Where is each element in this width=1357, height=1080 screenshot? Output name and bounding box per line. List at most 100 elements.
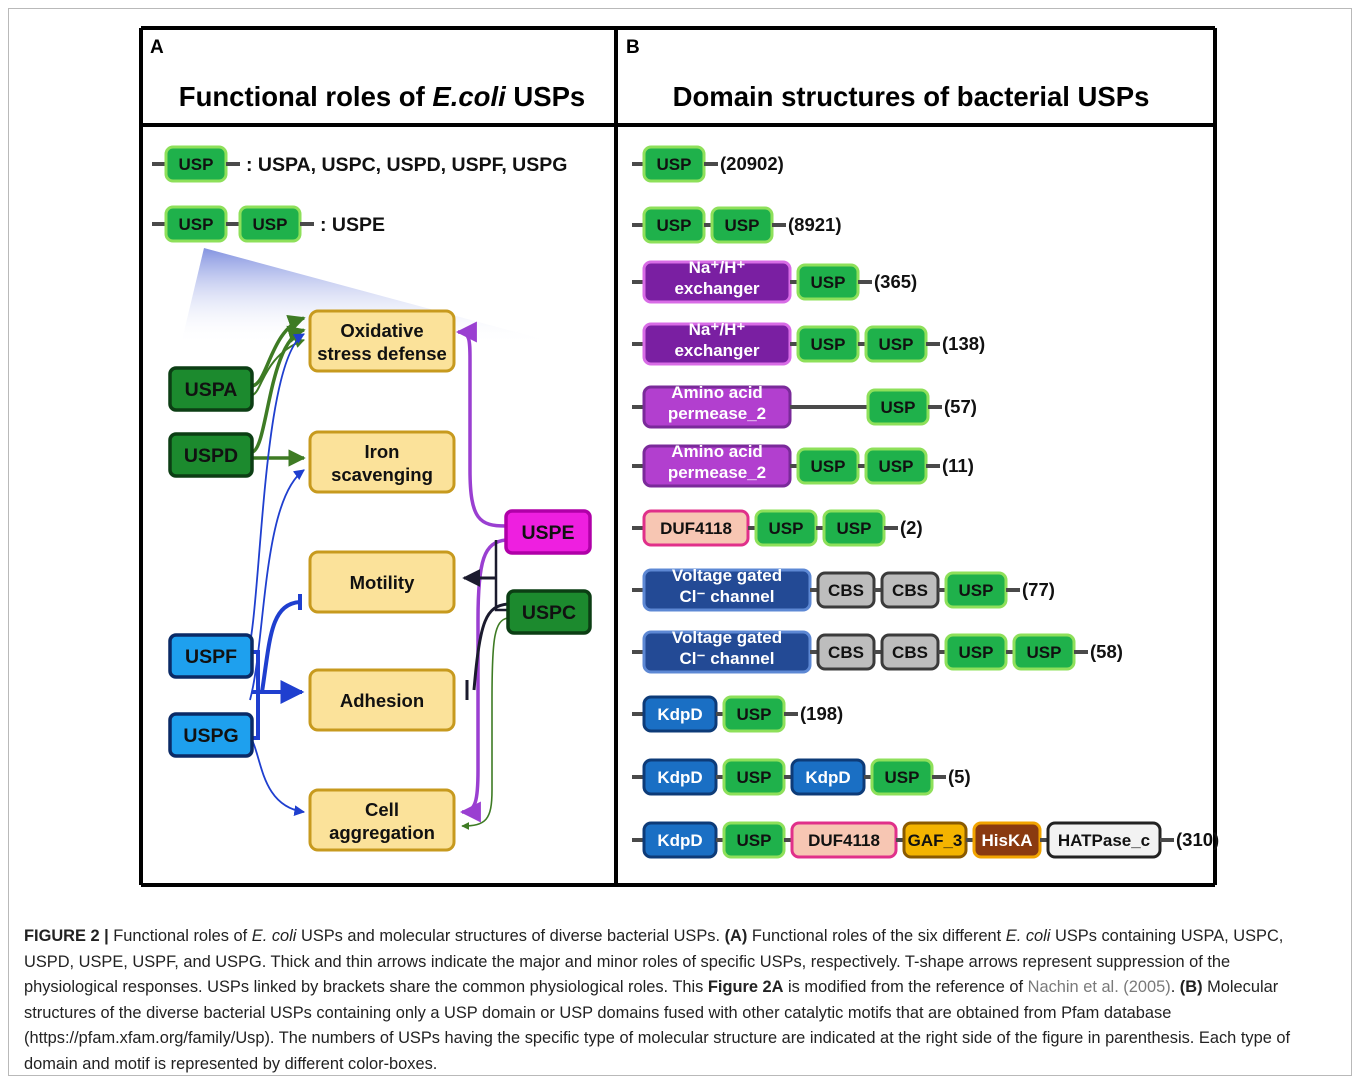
- figure-caption: FIGURE 2 | Functional roles of E. coli U…: [24, 927, 1291, 1073]
- domain-hiska: HisKA: [972, 821, 1042, 859]
- uspa-oxidative-arrow: [251, 315, 306, 388]
- role-label: stress defense: [317, 343, 447, 364]
- domain-amino-acid-label: permease_2: [668, 404, 766, 423]
- domain-hatpase-c-label: HATPase_c: [1058, 831, 1150, 850]
- usp-uspf: USPF: [168, 633, 254, 679]
- zoom-cone: [182, 248, 560, 344]
- legend-usp-domain: USP: [238, 205, 302, 243]
- domain-usp: USP: [722, 758, 786, 796]
- domain-na-h-label: exchanger: [674, 341, 759, 360]
- domain-usp: USP: [944, 633, 1008, 671]
- domain-usp-label: USP: [879, 457, 914, 476]
- uspfg-iron-arrow: [249, 469, 305, 701]
- domain-na-h-label: Na⁺/H⁺: [689, 320, 746, 339]
- domain-cbs-label: CBS: [892, 643, 928, 662]
- domain-count: (77): [1022, 579, 1055, 600]
- domain-duf4118-label: DUF4118: [808, 831, 880, 850]
- usp-uspg: USPG: [168, 712, 254, 758]
- caption-a-label: (A): [724, 927, 748, 945]
- domain-count: (198): [800, 703, 843, 724]
- usp-label: USPF: [185, 646, 237, 668]
- domain-count: (8921): [788, 214, 841, 235]
- panel-b-title: Domain structures of bacterial USPs: [673, 81, 1150, 112]
- domain-usp-label: USP: [811, 457, 846, 476]
- usp-uspd: USPD: [168, 432, 254, 478]
- caption-reference-link[interactable]: Nachin et al. (2005): [1027, 978, 1171, 996]
- domain-usp: USP: [722, 695, 786, 733]
- usp-box: [168, 712, 254, 758]
- domain-usp-label: USP: [959, 581, 994, 600]
- uspe-aggregation-arrow: [459, 538, 507, 823]
- usp-uspa: USPA: [168, 366, 254, 412]
- domain-usp-label: USP: [769, 519, 804, 538]
- domain-usp: USP: [642, 145, 706, 183]
- domain-na-h: Na⁺/H⁺exchanger: [642, 258, 792, 304]
- legend-usp-domain-label: USP: [179, 155, 214, 174]
- usp-box: [168, 633, 254, 679]
- legend-text: : USPE: [320, 214, 385, 236]
- role-label: scavenging: [331, 464, 433, 485]
- domain-duf4118: DUF4118: [790, 821, 898, 859]
- domain-count: (11): [942, 455, 974, 476]
- domain-usp: USP: [796, 325, 860, 363]
- domain-voltage-gated-label: Cl⁻ channel: [680, 587, 775, 606]
- role-box: [308, 550, 456, 614]
- uspc-aggregation-arrow: [461, 617, 509, 830]
- usp-label: USPC: [522, 602, 576, 624]
- role-box: [308, 430, 456, 494]
- panel-a-title: Functional roles of E.coli USPs: [179, 81, 585, 112]
- domain-usp: USP: [864, 325, 928, 363]
- domain-hiska-label: HisKA: [981, 831, 1032, 850]
- domain-na-h-label: exchanger: [674, 279, 759, 298]
- domain-count: (138): [942, 333, 985, 354]
- role-motility: Motility: [308, 550, 456, 614]
- panel-frames: [139, 26, 1217, 887]
- domain-count: (310): [1176, 829, 1219, 850]
- domain-duf4118-label: DUF4118: [660, 519, 732, 538]
- domain-row-12: KdpD USP DUF4118 GAF_3 HisKA HATPase_c (310): [632, 821, 1219, 859]
- domain-kdpd: KdpD: [642, 821, 718, 859]
- domain-amino-acid-label: permease_2: [668, 463, 766, 482]
- legend-row-1: USP: USPA, USPC, USPD, USPF, USPG: [152, 145, 567, 183]
- uspe-oxidative-arrow: [455, 321, 507, 528]
- uspc-bracket: [494, 540, 508, 612]
- usp-box: [168, 432, 254, 478]
- domain-usp: USP: [864, 447, 928, 485]
- domain-gaf-3-label: GAF_3: [908, 831, 963, 850]
- role-label: Cell: [365, 799, 399, 820]
- usp-box: [504, 509, 592, 555]
- uspa-minor-arrow: [251, 338, 305, 396]
- uspg-aggregation-arrow: [251, 739, 306, 816]
- domain-kdpd-label: KdpD: [657, 705, 702, 724]
- domain-count: (20902): [720, 153, 784, 174]
- role-adhesion: Adhesion: [308, 668, 456, 732]
- domain-count: (5): [948, 766, 971, 787]
- domain-row-4: Na⁺/H⁺ exchanger USP USP (138): [632, 320, 985, 366]
- usp-label: USPA: [185, 379, 238, 401]
- domain-duf4118: DUF4118: [642, 509, 750, 547]
- domain-cbs: CBS: [880, 571, 940, 609]
- domain-cbs: CBS: [816, 571, 876, 609]
- domain-usp-label: USP: [881, 398, 916, 417]
- domain-usp-label: USP: [959, 643, 994, 662]
- usp-uspc: USPC: [506, 589, 592, 635]
- role-label: aggregation: [329, 822, 435, 843]
- domain-usp-label: USP: [885, 768, 920, 787]
- caption-b-label: (B): [1179, 978, 1203, 996]
- domain-usp-label: USP: [811, 335, 846, 354]
- usp-label: USPE: [521, 522, 574, 544]
- domain-cbs-label: CBS: [892, 581, 928, 600]
- domain-count: (58): [1090, 641, 1123, 662]
- role-label: Oxidative: [340, 320, 423, 341]
- domain-gaf-3: GAF_3: [902, 821, 968, 859]
- domain-row-1: USP (20902): [632, 145, 784, 183]
- domain-usp-label: USP: [737, 831, 772, 850]
